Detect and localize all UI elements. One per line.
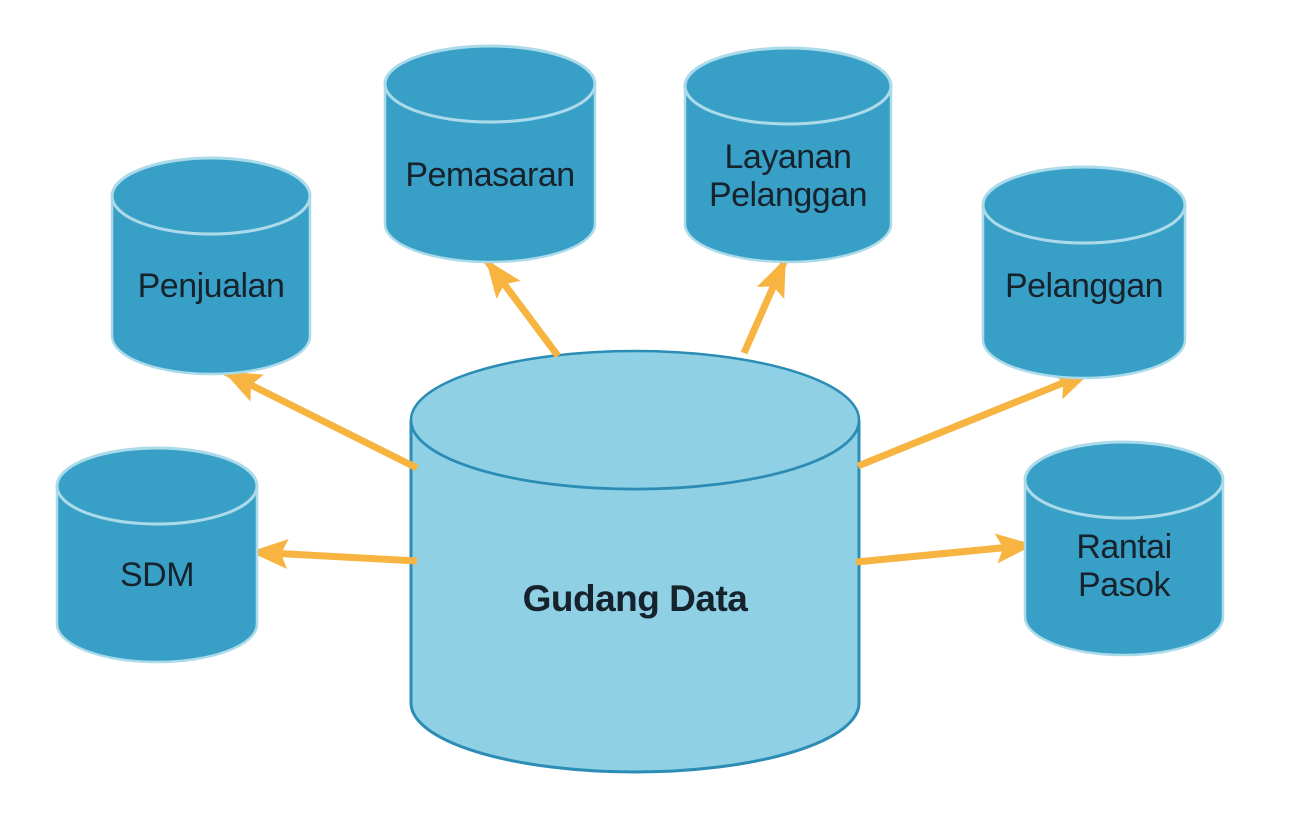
node-label-line1: Rantai (1076, 528, 1171, 566)
cylinder-top (683, 46, 893, 126)
center-node-label: Gudang Data (523, 578, 749, 619)
arrow-gudang-to-pemasaran (484, 258, 561, 359)
node-label: SDM (120, 556, 194, 594)
arrow-gudang-to-layanan-pelanggan (740, 258, 789, 355)
cylinder-top (409, 349, 861, 491)
connection-arrows (223, 258, 1092, 569)
node-rantai-pasok: Rantai Pasok (1023, 440, 1225, 657)
node-label-line2: Pelanggan (709, 176, 867, 214)
arrow-gudang-to-penjualan (223, 368, 419, 472)
node-gudang-data: Gudang Data (409, 349, 861, 774)
node-label: Pelanggan (1005, 267, 1163, 305)
cylinder-top (1023, 440, 1225, 520)
node-pelanggan: Pelanggan (981, 165, 1187, 380)
node-label: Pemasaran (405, 156, 574, 194)
node-label: Penjualan (138, 267, 285, 305)
cylinder-top (110, 156, 312, 236)
arrow-gudang-to-sdm (250, 538, 418, 569)
cylinder-top (981, 165, 1187, 245)
cylinder-top (383, 44, 597, 124)
node-layanan-pelanggan: Layanan Pelanggan (683, 46, 893, 264)
cylinder-top (55, 446, 259, 526)
node-sdm: SDM (55, 446, 259, 664)
node-label-line2: Pasok (1078, 566, 1171, 604)
arrow-gudang-to-pelanggan (856, 368, 1092, 470)
arrow-gudang-to-rantai-pasok (855, 533, 1034, 566)
node-label-line1: Layanan (725, 138, 852, 176)
node-penjualan: Penjualan (110, 156, 312, 376)
node-pemasaran: Pemasaran (383, 44, 597, 264)
